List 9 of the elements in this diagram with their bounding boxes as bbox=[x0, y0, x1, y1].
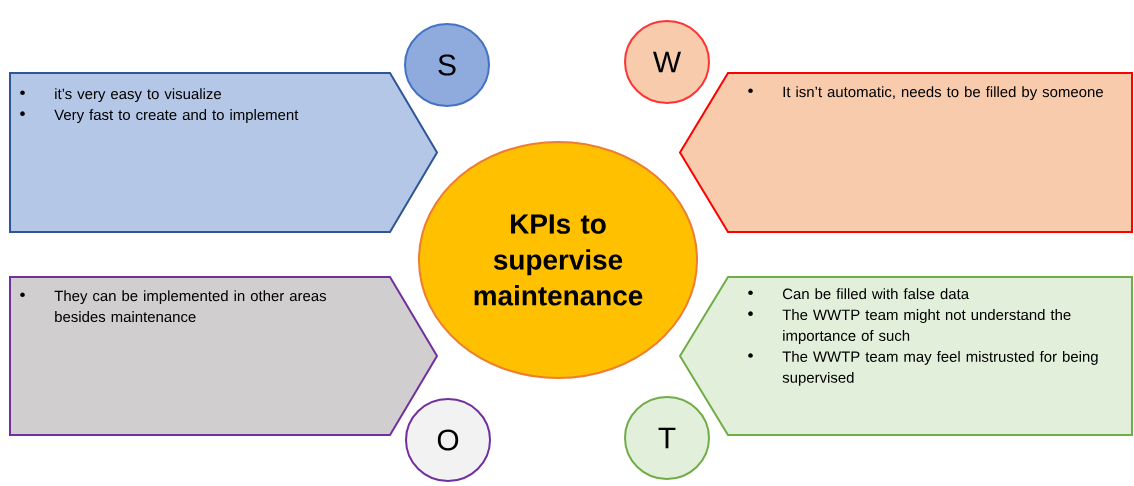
bullet-item: it’s very easy to visualize bbox=[20, 88, 221, 103]
bullet-item: It isn’t automatic, needs to be filled by someone bbox=[748, 86, 1103, 101]
arrow-panel bbox=[9, 72, 439, 233]
bullet-item: Can be filled with false data bbox=[748, 288, 970, 300]
bullet-item: The WWTP team may feel mistrusted for being supervised bbox=[748, 350, 1098, 386]
bullet-item: The WWTP team might not understand the importance of such bbox=[748, 309, 1071, 344]
bullet-item: They can be implemented in other areas besides maintenance bbox=[20, 290, 327, 323]
arrow-panel bbox=[9, 276, 439, 436]
bullet-item: Very fast to create and to implement bbox=[20, 109, 299, 124]
